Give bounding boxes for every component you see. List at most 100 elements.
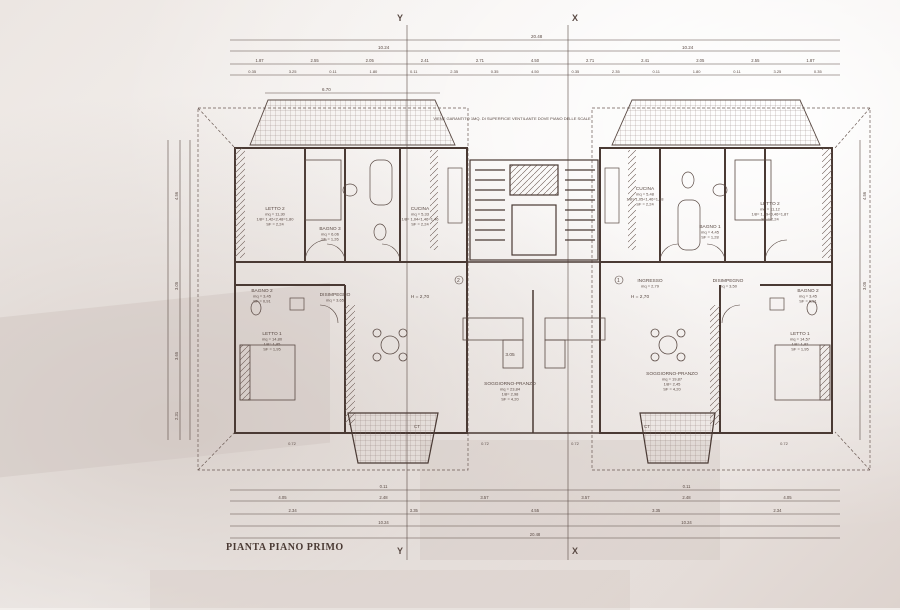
plan-title: PIANTA PIANO PRIMO: [226, 542, 344, 553]
dim-bottom: 3.57: [581, 495, 590, 500]
dim-top-row4: 0.35: [814, 69, 823, 74]
room-center-name: 3.05: [505, 352, 515, 358]
dim-bottom: 2.48: [379, 495, 388, 500]
room-center-area: mq = 23,84: [500, 387, 521, 392]
roof-outline: [197, 107, 871, 471]
dim-bottom: 0.11: [380, 484, 389, 489]
dim-top-row4: 0.11: [410, 69, 418, 74]
dim-top-row3: 2.71: [586, 58, 595, 63]
axis-label-x-top: X: [572, 13, 578, 23]
dining-tables: [372, 328, 686, 362]
room-right-name: H = 2,70: [631, 294, 650, 300]
dim-side-left: 4.56: [174, 191, 179, 200]
room-right-area: mq = 5,48: [636, 192, 655, 197]
balconies: [347, 412, 716, 464]
dim-top-row4: 0.11: [652, 69, 660, 74]
dim-side-left: 3.05: [174, 281, 179, 290]
bottom-dimension-lines: [230, 489, 840, 539]
dim-top-row3: 2.05: [366, 58, 375, 63]
marker-1: 1: [617, 278, 620, 284]
room-left-area: mq = 14,80: [262, 337, 283, 342]
side-dimension-labels: 4.56 3.05 3.65 2.31 4.56 3.05: [174, 191, 867, 420]
room-left-ratio: SF = 1,26: [321, 237, 339, 242]
dim-bottom: 3.35: [652, 508, 661, 513]
dim-top-row4: 0.35: [491, 69, 500, 74]
room-right-ratio: SF = 0,91: [799, 299, 817, 304]
axis-label-x-bottom: X: [572, 546, 578, 556]
room-left-area: mq = 3,65: [326, 298, 345, 303]
room-center-ratio: 1/8= 2,98: [502, 392, 520, 397]
room-right-name: LETTO 2: [760, 201, 780, 207]
room-left-ratio: 1/8= 1,42<2,48=1,80: [256, 217, 294, 222]
door-arcs: [304, 239, 788, 324]
bath-fixtures: [250, 159, 818, 316]
dim-top-row3: 2.05: [696, 58, 705, 63]
room-right-name: LETTO 1: [790, 331, 810, 337]
dim-side-right: 4.56: [862, 191, 867, 200]
kitchen-counters: [447, 167, 620, 224]
dim-top-row3: 2.41: [641, 58, 650, 63]
room-right-sf: SF = 1,95: [791, 347, 809, 352]
dim-bottom: 10.24: [378, 520, 389, 525]
room-right-ratio: SF = 1,28: [701, 235, 719, 240]
dim-bottom: 2.34: [773, 508, 782, 513]
left-wall-hatch: [235, 148, 438, 425]
background-building-base: [150, 570, 630, 610]
dim-top-row3: 2.71: [476, 58, 485, 63]
top-dimension-labels: 20.48 10.24 10.24 6.70: [322, 34, 694, 92]
dim-top-row4: 4.50: [531, 69, 540, 74]
sofas: [462, 317, 606, 369]
room-right-name: SOGGIORNO-PRANZO: [646, 371, 698, 377]
dim-bottom: 4.05: [278, 495, 287, 500]
dim-top-row4: 0.11: [733, 69, 741, 74]
room-left-name: BAGNO 2: [251, 288, 273, 294]
dim-bottom: 2.48: [682, 495, 691, 500]
marker-2: 2: [457, 278, 460, 284]
stair-core: [469, 159, 599, 261]
room-left-area: mq = 3,45: [253, 294, 272, 299]
room-right-ratio: 1/8= 1,39<0,46=1,87: [751, 212, 789, 217]
markers: [454, 275, 624, 285]
room-right-name: DISIMPEGNO: [713, 278, 744, 284]
room-right-ratio: 1/8= 2,45: [664, 382, 682, 387]
room-right-sf: SF = 2,24: [636, 202, 654, 207]
dim-top-row4: 0.35: [572, 69, 581, 74]
side-dimension-lines: [167, 140, 861, 440]
dim-top-sub: 6.70: [322, 87, 331, 92]
dim-top-row4: 3.25: [774, 69, 783, 74]
dim-top-row3: 4.50: [531, 58, 540, 63]
dim-bottom: 3.35: [410, 508, 419, 513]
dim-top-half-right: 10.24: [682, 45, 694, 50]
dim-top-row3: 2.41: [421, 58, 430, 63]
room-left-sf: SF = 1,95: [263, 347, 281, 352]
dim-side-left: 3.65: [174, 351, 179, 360]
room-right-area: mq = 19,87: [662, 377, 683, 382]
dim-bottom: 4.55: [531, 508, 540, 513]
dim-bottom: 20.48: [530, 532, 541, 537]
room-right-area: mq = 14,57: [790, 337, 811, 342]
room-left-ratio: SF = 0,91: [253, 299, 271, 304]
dim-top-row4: 1.80: [370, 69, 379, 74]
room-left-sf: SF = 2,24: [266, 222, 284, 227]
dim-top-row4: 3.25: [289, 69, 298, 74]
room-right-sf: SF = 2,24: [761, 217, 779, 222]
dim-top-row3: 1.87: [255, 58, 264, 63]
dim-top-row4: 2.35: [450, 69, 459, 74]
axis-label-y-bottom: Y: [397, 546, 403, 556]
dim-top-row3: 2.55: [751, 58, 760, 63]
marker-ct-left: CT: [414, 424, 420, 429]
window-label: 0.72: [571, 441, 580, 446]
dim-top-total: 20.48: [531, 34, 543, 39]
dim-top-half-left: 10.24: [378, 45, 390, 50]
dim-bottom: 4.05: [783, 495, 792, 500]
dim-side-left: 2.31: [174, 411, 179, 420]
room-left-area: mq = 11,30: [265, 212, 286, 217]
room-right-area: mq = 3,45: [799, 294, 818, 299]
room-left-sf: SF = 2,24: [411, 222, 429, 227]
room-right-name: INGRESSO: [637, 278, 663, 284]
dim-top-row4: 1.80: [693, 69, 702, 74]
